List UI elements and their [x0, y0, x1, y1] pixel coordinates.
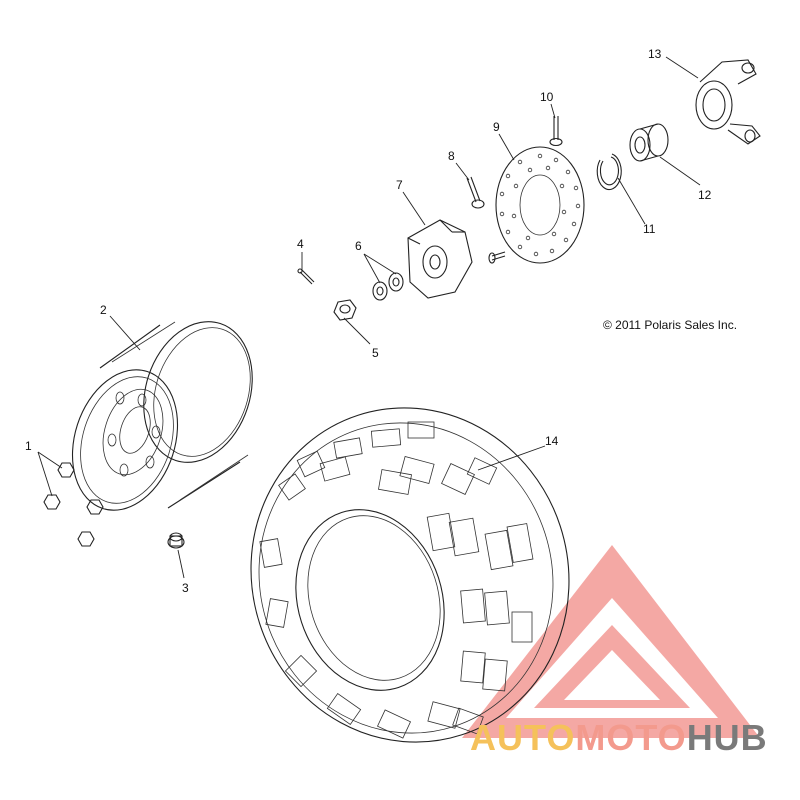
- callout-7: 7: [396, 178, 403, 192]
- callout-numbers: 1 2 3 4 5 6 7 8 9 10 11 12 13 14: [25, 47, 712, 595]
- brake-disc: [495, 146, 585, 264]
- castle-nut: [333, 299, 357, 321]
- rim-bolt-holes: [107, 391, 161, 477]
- watermark-text: AUTOMOTOHUB: [470, 717, 768, 758]
- washers: [372, 272, 404, 301]
- callout-13: 13: [648, 47, 662, 61]
- watermark-hub: HUB: [687, 717, 768, 758]
- callout-12: 12: [698, 188, 712, 202]
- snap-ring: [596, 153, 622, 191]
- callout-1: 1: [25, 439, 32, 453]
- callout-6: 6: [355, 239, 362, 253]
- lug-nuts: [43, 462, 104, 547]
- callout-4: 4: [297, 237, 304, 251]
- callout-14: 14: [545, 434, 559, 448]
- callout-9: 9: [493, 120, 500, 134]
- bearing-carrier: [695, 59, 761, 145]
- cotter-pin: [297, 268, 315, 285]
- callout-10: 10: [540, 90, 554, 104]
- callout-11: 11: [643, 222, 656, 236]
- callout-8: 8: [448, 149, 455, 163]
- leader-lines: [37, 56, 701, 579]
- callout-2: 2: [100, 303, 107, 317]
- watermark-logo: [462, 545, 760, 738]
- valve-stem: [167, 532, 185, 549]
- bearing: [629, 123, 669, 162]
- tire: [250, 407, 570, 743]
- disc-bolt: [549, 116, 563, 147]
- watermark-moto: MOTO: [575, 717, 686, 758]
- callout-3: 3: [182, 581, 189, 595]
- watermark-auto: AUTO: [470, 717, 575, 758]
- wheel-hub: [407, 219, 473, 299]
- copyright-notice: © 2011 Polaris Sales Inc.: [603, 318, 738, 332]
- tire-tread-lugs: [259, 421, 534, 739]
- wheel-rim: [71, 321, 253, 511]
- svg-text:AUTOMOTOHUB: AUTOMOTOHUB: [470, 717, 768, 758]
- callout-5: 5: [372, 346, 379, 360]
- hub-bolts: [466, 176, 506, 264]
